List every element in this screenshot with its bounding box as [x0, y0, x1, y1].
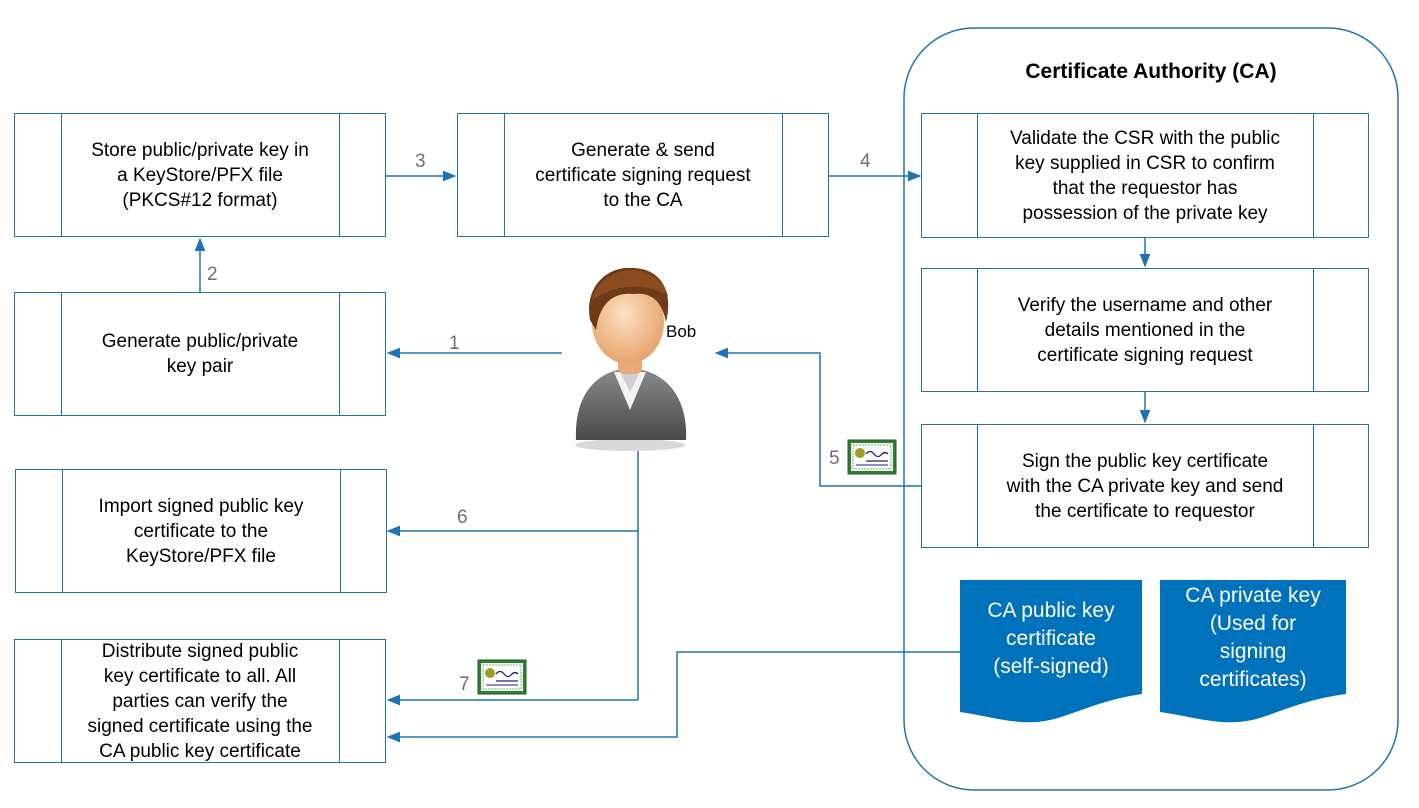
- generate-keypair-box: Generate public/private key pair: [14, 292, 386, 416]
- ca-private-key-doc: [1160, 580, 1346, 723]
- verify-details-box: Verify the username and other details me…: [921, 268, 1369, 392]
- certificate-icon: [477, 659, 527, 695]
- step-label-6: 6: [457, 507, 468, 528]
- arrow-ca-cert-distribute: [386, 651, 960, 743]
- validate-csr-box: Validate the CSR with the public key sup…: [921, 113, 1369, 238]
- step-label-2: 2: [207, 264, 218, 285]
- generate-keypair-text: Generate public/private key pair: [101, 331, 299, 377]
- validate-csr-text: Validate the CSR with the public key sup…: [1009, 127, 1281, 224]
- generate-csr-text: Generate & send certificate signing requ…: [535, 139, 751, 211]
- distribute-certificate-text: Distribute signed public key certificate…: [87, 640, 313, 762]
- certificate-icon: [847, 439, 897, 475]
- step-label-5: 5: [829, 448, 840, 469]
- sign-certificate-text: Sign the public key certificate with the…: [1006, 450, 1284, 522]
- ca-title: Certificate Authority (CA): [1025, 60, 1277, 83]
- verify-details-text: Verify the username and other details me…: [1017, 294, 1273, 366]
- ca-public-cert-doc: [960, 580, 1142, 723]
- step-label-7: 7: [459, 674, 470, 695]
- store-keystore-box: Store public/private key in a KeyStore/P…: [14, 113, 386, 237]
- step-label-4: 4: [860, 151, 871, 172]
- import-certificate-box: Import signed public key certificate to …: [15, 469, 387, 593]
- sign-certificate-box: Sign the public key certificate with the…: [921, 424, 1369, 548]
- step-label-1: 1: [449, 333, 460, 354]
- ca-private-key-label: CA private key (Used for signing certifi…: [1185, 584, 1321, 691]
- arrow-step-5: [714, 347, 922, 487]
- ca-public-cert-label: CA public key certificate (self-signed): [987, 599, 1115, 678]
- generate-csr-box: Generate & send certificate signing requ…: [457, 113, 829, 237]
- import-certificate-text: Import signed public key certificate to …: [98, 495, 304, 567]
- ca-container: [903, 27, 1399, 791]
- distribute-certificate-box: Distribute signed public key certificate…: [14, 639, 386, 763]
- step-label-3: 3: [415, 151, 426, 172]
- user-avatar-icon: [575, 267, 687, 451]
- bob-label: Bob: [666, 322, 697, 341]
- store-keystore-text: Store public/private key in a KeyStore/P…: [91, 139, 309, 211]
